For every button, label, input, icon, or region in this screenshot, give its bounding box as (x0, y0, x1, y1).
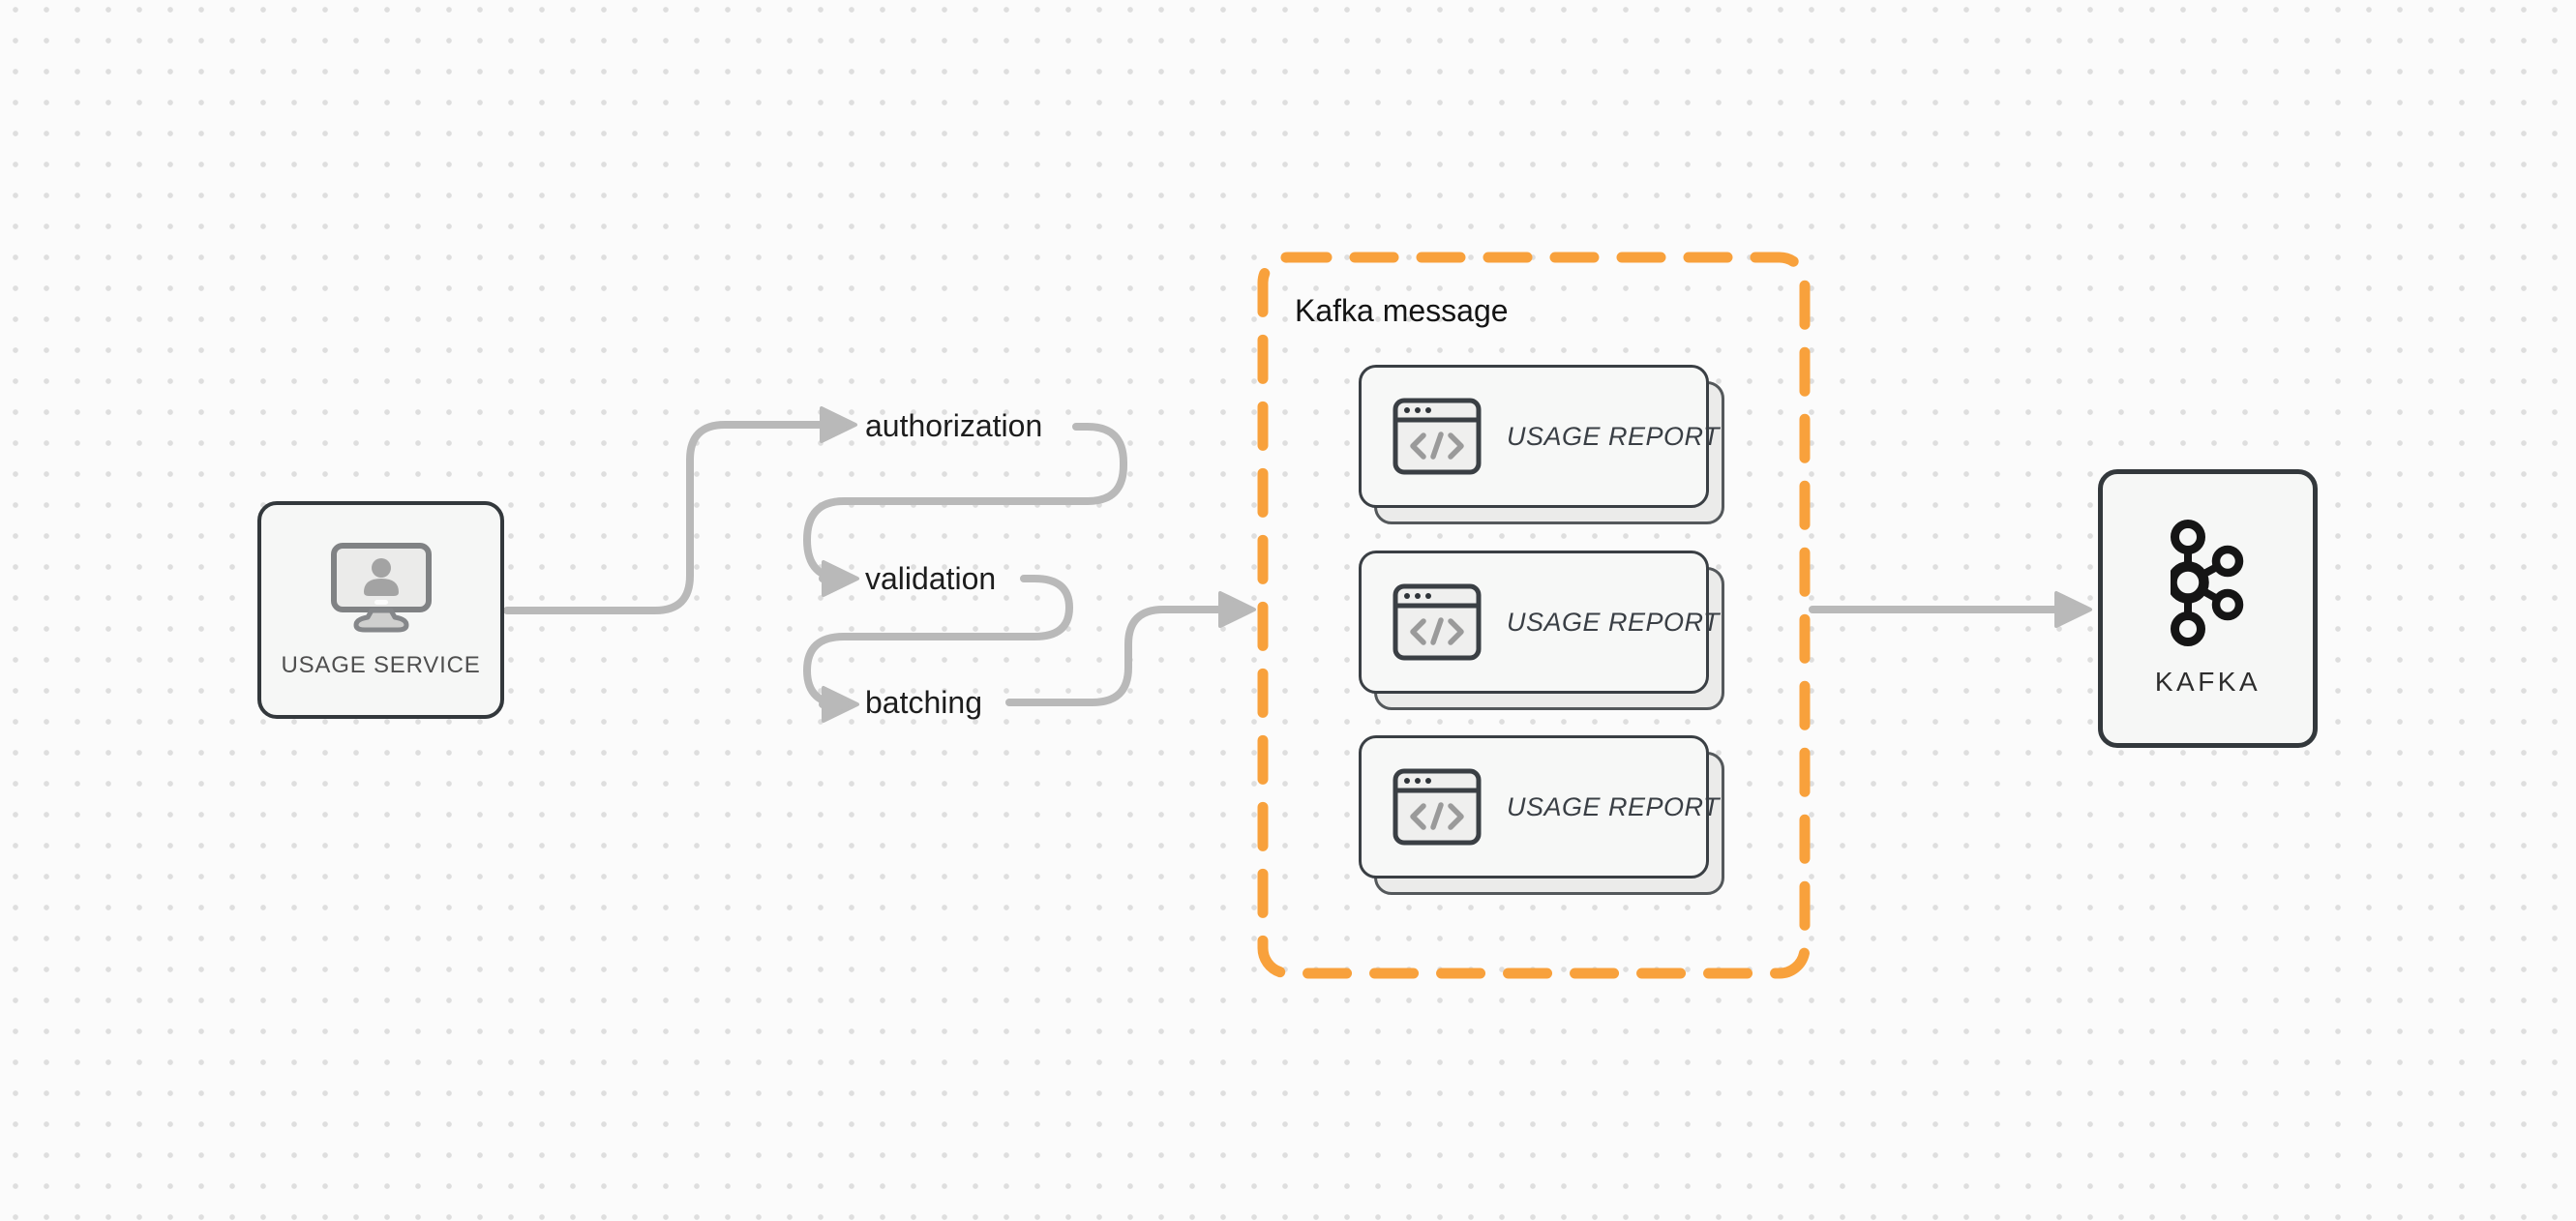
code-window-icon (1393, 583, 1482, 661)
arrowhead-kafka (2054, 591, 2092, 628)
arrow-batching-to-kafka-message (1005, 606, 1223, 706)
usage-service-label: USAGE SERVICE (281, 651, 481, 678)
arrowhead-batching (822, 686, 859, 723)
usage-service-node: USAGE SERVICE (257, 501, 504, 719)
code-window-icon (1393, 768, 1482, 846)
kafka-message-group-border (1257, 252, 1811, 979)
arrow-service-to-authorization (503, 421, 824, 614)
card-front: USAGE REPORT (1359, 551, 1720, 694)
usage-report-label: USAGE REPORT (1507, 607, 1721, 637)
monitor-user-icon (330, 542, 432, 632)
usage-report-label: USAGE REPORT (1507, 791, 1721, 821)
code-window-icon (1393, 398, 1482, 475)
kafka-label: KAFKA (2154, 667, 2261, 697)
usage-report-label: USAGE REPORT (1507, 421, 1721, 451)
step-authorization-label: authorization (865, 408, 1043, 443)
kafka-logo-icon (2170, 520, 2243, 646)
usage-report-card: USAGE REPORT (1359, 551, 1724, 710)
kafka-node: KAFKA (2098, 469, 2318, 748)
step-validation-label: validation (865, 561, 997, 596)
arrowhead-authorization (820, 406, 857, 443)
arrowhead-kafka-message (1218, 591, 1256, 628)
arrowhead-validation (822, 560, 859, 597)
arrow-validation-to-batching (803, 575, 1073, 708)
usage-report-card: USAGE REPORT (1359, 365, 1724, 524)
kafka-message-group-title: Kafka message (1295, 293, 1509, 328)
usage-report-card: USAGE REPORT (1359, 735, 1724, 895)
card-front: USAGE REPORT (1359, 735, 1720, 879)
card-front: USAGE REPORT (1359, 365, 1720, 508)
arrow-authorization-to-validation (803, 423, 1127, 582)
step-batching-label: batching (865, 685, 982, 720)
